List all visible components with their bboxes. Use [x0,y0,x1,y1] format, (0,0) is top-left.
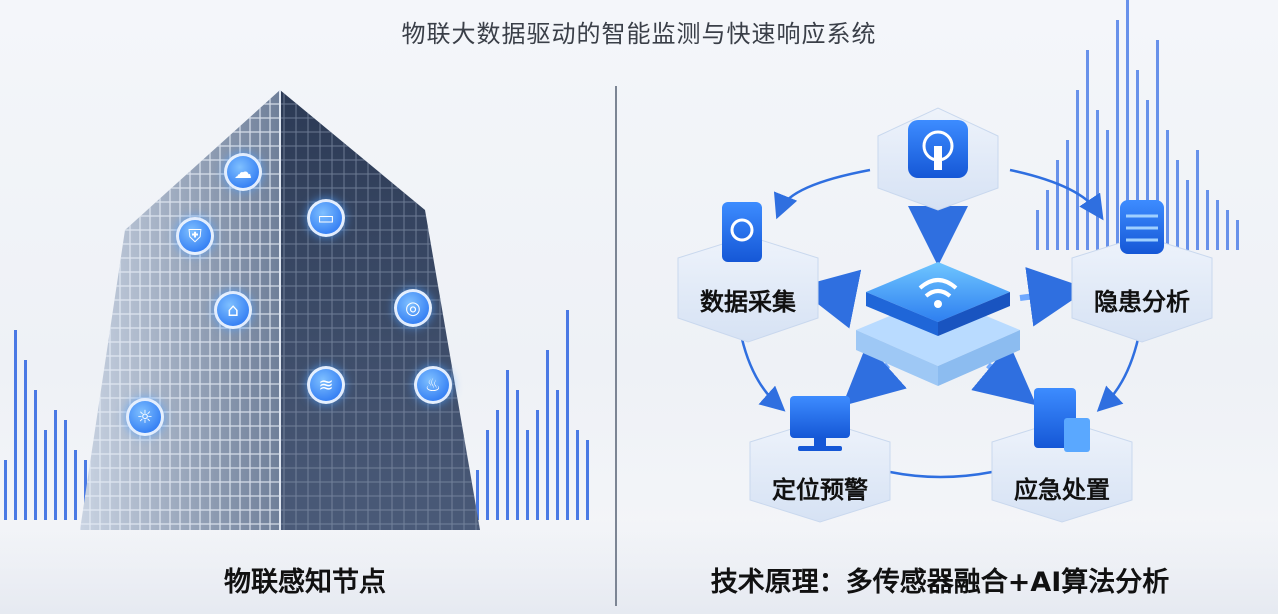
data-collection-card: 数据采集 [677,202,819,343]
shield-sensor-icon: ⛨ [176,217,214,255]
signal-bar [496,410,499,520]
signal-bar [1186,180,1189,250]
page-title: 物联大数据驱动的智能监测与快速响应系统 [401,20,877,48]
signal-bar [1066,140,1069,250]
signal-bar [1176,160,1179,250]
signal-bar [546,350,549,520]
signal-bar [1226,210,1229,250]
node-label-emergency: 应急处置 [1014,476,1110,504]
arrow-center-to-emergency [971,343,1037,406]
signal-bar [1106,130,1109,250]
signal-bar [1146,100,1149,250]
cloud-sensor-icon: ☁ [224,153,262,191]
arrow-top-to-collection [773,168,871,220]
signal-bar [14,330,17,520]
signal-bar [506,370,509,520]
signal-bar [1116,20,1119,250]
signal-bar [1156,40,1159,250]
signal-bar [1216,200,1219,250]
node-label-risk-analysis: 隐患分析 [1094,288,1190,316]
node-label-data-collection: 数据采集 [700,288,797,316]
left-caption: 物联感知节点 [224,567,386,598]
signal-bar [74,450,77,520]
signal-bar [1206,190,1209,250]
wifi-sensor-icon: ≋ [307,366,345,404]
monitor-sensor-icon: ▭ [307,199,345,237]
top-sensor-card [877,107,999,211]
arrow-center-to-collection [796,269,862,329]
signal-bar [486,430,489,520]
arrow-center-to-warning [842,343,907,406]
signal-bar [24,360,27,520]
signal-bar [476,470,479,520]
arrow-analysis-to-emergency [1096,329,1142,412]
fire-sensor-icon: ♨ [414,366,452,404]
signal-bar [1126,0,1129,250]
signal-bar [1166,130,1169,250]
signal-bar [1036,210,1039,250]
signal-bar [1046,190,1049,250]
signal-bar [1136,70,1139,250]
signal-bar [84,460,87,520]
signal-bar [1236,220,1239,250]
signal-bar [536,410,539,520]
signal-bar [566,310,569,520]
floor-gradient [0,520,1278,614]
node-label-locate-warning: 定位预警 [772,476,868,504]
signal-bar [4,460,7,520]
signal-bar [44,430,47,520]
locate-warning-card: 定位预警 [749,396,891,523]
signal-bar [1196,150,1199,250]
signal-bar [54,410,57,520]
signal-bar [1096,110,1099,250]
weather-sensor-icon: ☼ [126,398,164,436]
emergency-card: 应急处置 [991,388,1133,523]
signal-bar [576,430,579,520]
vertical-divider [615,86,617,606]
signal-bar [64,420,67,520]
signal-bar [1086,50,1089,250]
center-hub [856,262,1020,386]
signal-bar [586,440,589,520]
signal-bar [556,390,559,520]
arrow-center-to-analysis [1019,267,1089,327]
signal-bar [1076,90,1079,250]
system-flow-diagram: 数据采集 隐患分析 定位预警 应急处置 [677,107,1213,523]
arrow-top-to-analysis [1009,168,1104,221]
signal-bar [1056,160,1059,250]
risk-analysis-card: 隐患分析 [1071,200,1213,343]
signal-bar [34,390,37,520]
signal-bar [516,390,519,520]
connector-warning-emergency [889,470,993,479]
home-sensor-icon: ⌂ [214,291,252,329]
right-caption: 技术原理：多传感器融合+AI算法分析 [710,567,1170,598]
signal-bar [526,430,529,520]
location-sensor-icon: ◎ [394,289,432,327]
